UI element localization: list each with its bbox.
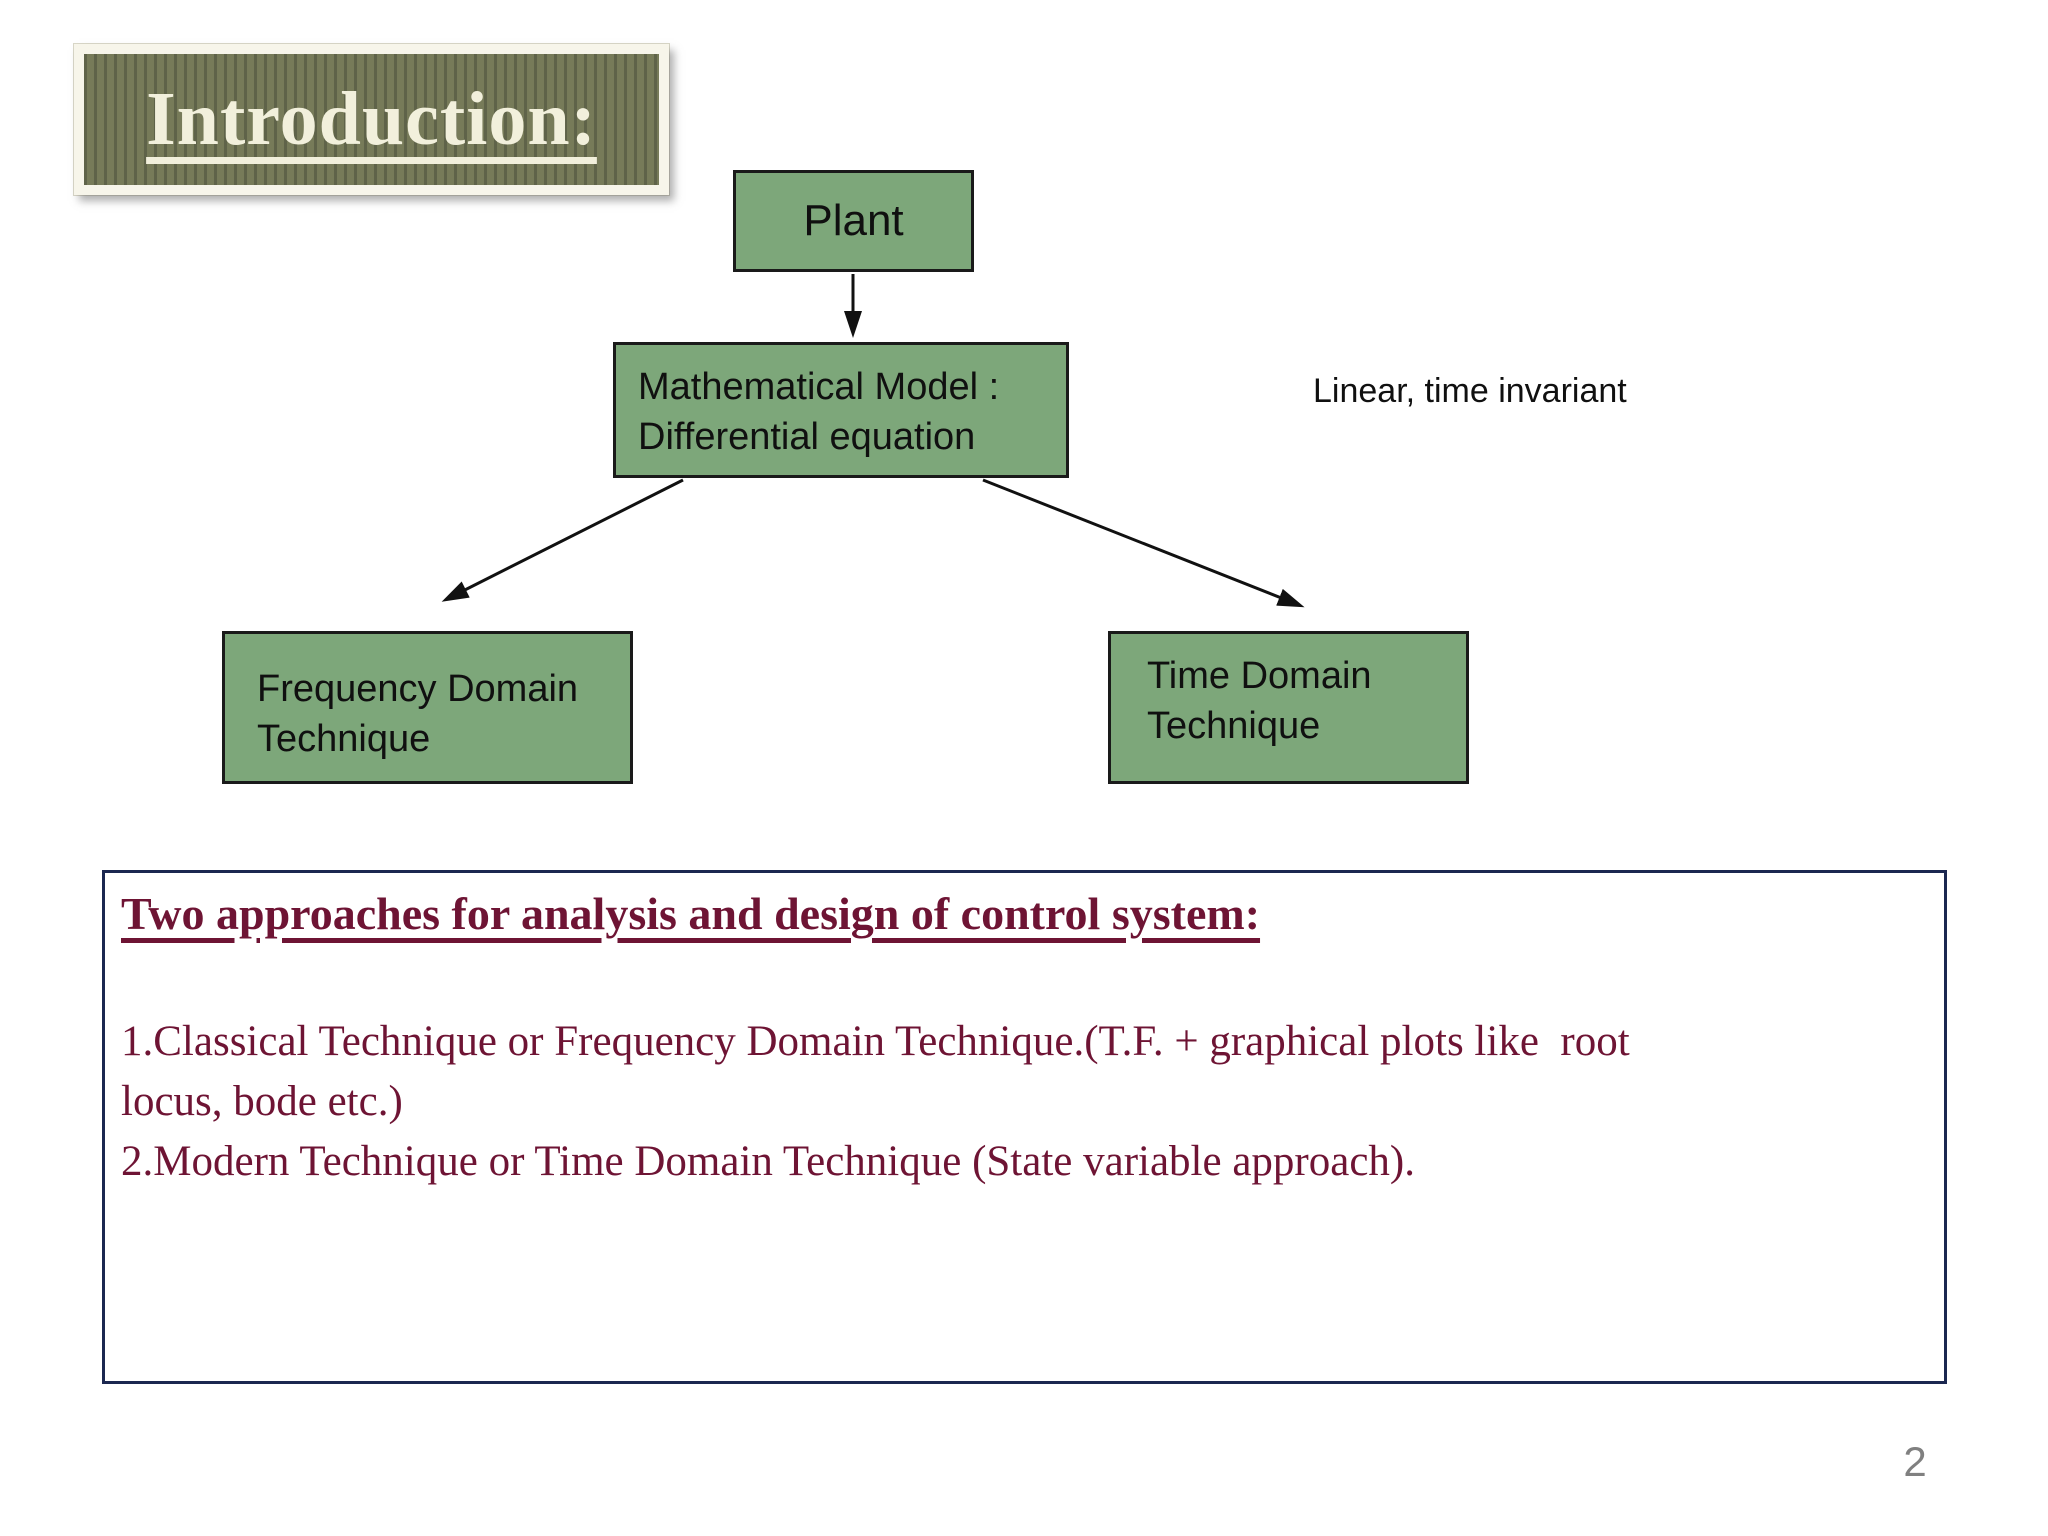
arrow-model-to-time xyxy=(982,478,1305,608)
arrow-model-to-frequency xyxy=(441,478,684,602)
notes-line-1: 1.Classical Technique or Frequency Domai… xyxy=(121,1018,1630,1065)
slide-title: Introduction: xyxy=(146,77,597,161)
node-mathematical-model: Mathematical Model : Differential equati… xyxy=(613,342,1069,478)
node-time-domain: Time Domain Technique xyxy=(1108,631,1469,784)
node-frequency-domain-line2: Technique xyxy=(257,718,431,760)
node-frequency-domain: Frequency Domain Technique xyxy=(222,631,633,784)
node-time-domain-line2: Technique xyxy=(1147,705,1321,747)
slide-title-banner: Introduction: xyxy=(74,44,669,195)
notes-body: 1.Classical Technique or Frequency Domai… xyxy=(121,1012,1944,1192)
notes-line-3: 2.Modern Technique or Time Domain Techni… xyxy=(121,1138,1415,1185)
node-frequency-domain-line1: Frequency Domain xyxy=(257,668,579,710)
annotation-linear-time-invariant: Linear, time invariant xyxy=(1313,372,1627,410)
notes-heading: Two approaches for analysis and design o… xyxy=(121,888,1261,939)
page-number: 2 xyxy=(1903,1438,1927,1485)
notes-box: Two approaches for analysis and design o… xyxy=(102,870,1947,1384)
node-plant: Plant xyxy=(733,170,974,272)
notes-line-2: locus, bode etc.) xyxy=(121,1078,403,1125)
node-mathematical-model-line1: Mathematical Model : xyxy=(638,366,1000,408)
node-plant-label: Plant xyxy=(803,196,904,245)
node-time-domain-line1: Time Domain xyxy=(1147,655,1372,697)
node-mathematical-model-line2: Differential equation xyxy=(638,416,976,458)
